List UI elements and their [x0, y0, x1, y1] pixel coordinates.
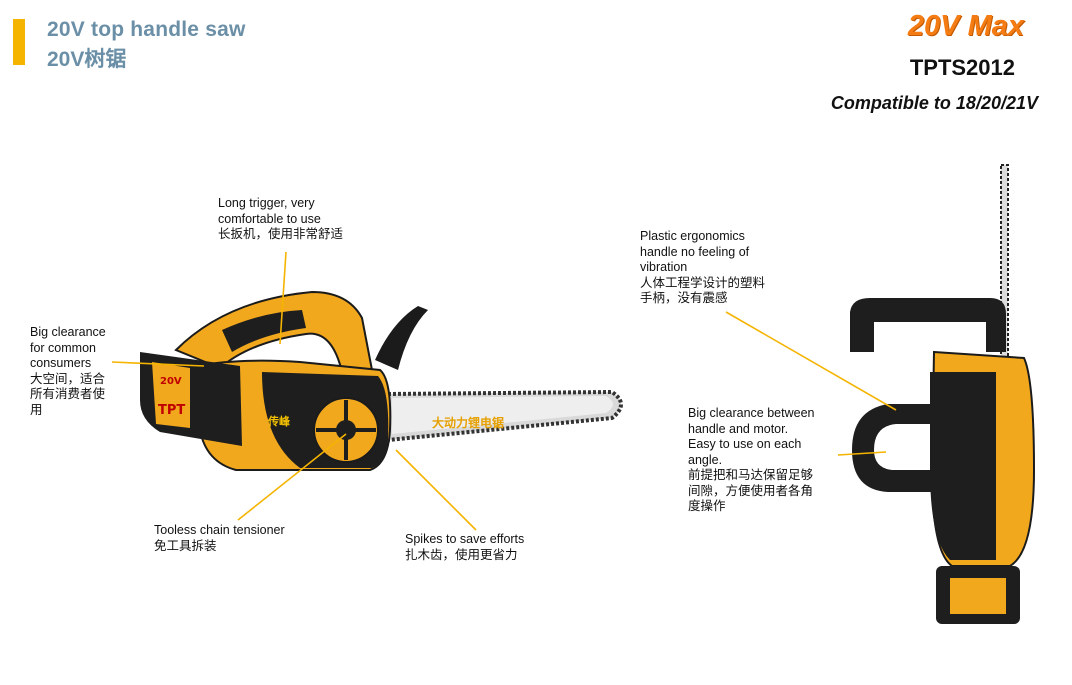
model-number: TPTS2012 — [909, 55, 1015, 80]
leader-trigger — [279, 251, 287, 345]
handle-grip — [222, 310, 306, 352]
chainsaw-side-view: 大动力锂电锯 传峰 20V TPT — [140, 290, 623, 471]
header-accent-bar — [13, 19, 25, 65]
callout-trigger: Long trigger, very comfortable to use 长扳… — [218, 196, 344, 241]
callout-clearance: Big clearance for common consumers 大空间，适… — [30, 325, 106, 417]
rear-side-cover — [930, 372, 996, 560]
battery-label — [152, 362, 190, 428]
battery-brand: TPT — [158, 403, 185, 418]
leader-handle — [725, 311, 897, 411]
leader-motor-clearance — [837, 451, 887, 456]
battery-voltage: 20V — [160, 376, 182, 387]
page-title-cn: 20V树锯 — [47, 48, 127, 71]
leader-clearance — [111, 361, 205, 367]
bar-label: 大动力锂电锯 — [432, 415, 504, 430]
leader-spikes — [395, 449, 477, 531]
leader-tensioner — [237, 433, 347, 521]
front-handle — [852, 404, 936, 492]
voltage-badge: 20V Max — [907, 10, 1024, 42]
callout-motor-clearance: Big clearance between handle and motor. … — [688, 406, 815, 513]
page-title: 20V top handle saw — [47, 18, 246, 41]
rear-top-handle — [850, 298, 1006, 352]
compatibility-note: Compatible to 18/20/21V — [830, 93, 1038, 113]
chainsaw-rear-view — [850, 164, 1036, 624]
body-brand: 传峰 — [267, 414, 291, 428]
rear-battery-label — [950, 578, 1006, 614]
tensioner-spokes — [316, 400, 376, 460]
callout-handle: Plastic ergonomics handle no feeling of … — [640, 229, 766, 305]
callout-tensioner: Tooless chain tensioner 免工具拆装 — [154, 523, 285, 553]
callout-leaders — [111, 251, 897, 531]
callout-spikes: Spikes to save efforts 扎木齿，使用更省力 — [405, 532, 525, 562]
guide-bar-face — [392, 396, 613, 434]
rear-hook — [375, 306, 428, 370]
